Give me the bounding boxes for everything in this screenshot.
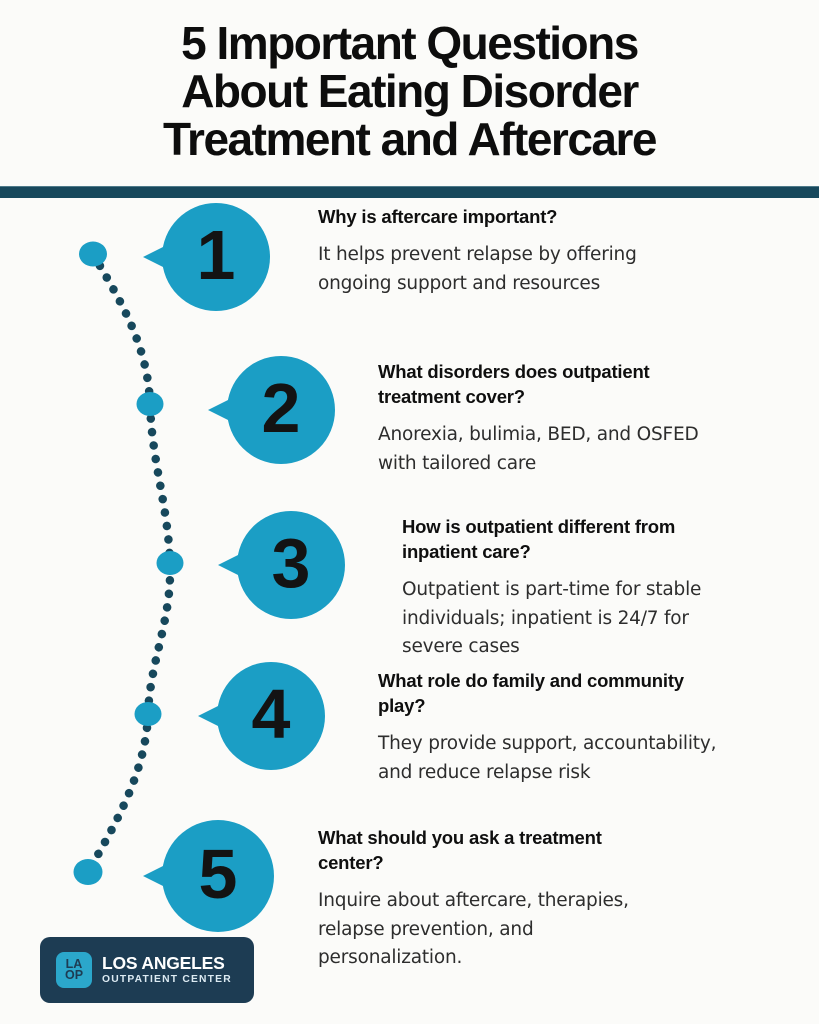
question-block-1: Why is aftercare important? It helps pre… [318,205,637,298]
logo-name: LOS ANGELES [102,952,225,973]
question-answer: Anorexia, bulimia, BED, and OSFED with t… [378,423,699,474]
number-bubble-4: 4 [198,662,325,770]
page-title: 5 Important Questions About Eating Disor… [163,17,657,165]
bubble-tail-icon [208,397,234,423]
question-block-3: How is outpatient different from inpatie… [402,515,701,662]
milestone-dot-5 [73,859,103,885]
question-block-4: What role do family and community play? … [378,669,716,787]
question-heading: Why is aftercare important? [318,206,558,227]
question-answer: Outpatient is part-time for stable indiv… [402,578,702,658]
milestone-dot-3 [156,551,184,575]
question-answer: They provide support, accountability, an… [378,732,717,783]
bubble-tail-icon [143,863,169,889]
bubble-number: 3 [271,524,311,602]
bubble-tail-icon [198,703,224,729]
question-block-5: What should you ask a treatment center? … [318,826,629,973]
question-heading: What should you ask a treatment center? [318,827,602,873]
question-heading: What disorders does outpatient treatment… [378,361,650,407]
logo-subtitle: OUTPATIENT CENTER [102,973,232,985]
bubble-tail-icon [218,552,244,578]
bubble-number: 1 [196,216,236,294]
laop-logo: LA OP LOS ANGELES OUTPATIENT CENTER [40,937,254,1003]
bubble-number: 5 [198,835,238,913]
milestone-dot-1 [79,241,107,267]
number-bubble-1: 1 [143,203,270,311]
milestone-dot-4 [134,702,162,726]
question-answer: It helps prevent relapse by offering ong… [318,243,637,294]
milestone-dot-2 [136,392,164,416]
laop-logo-icon: LA OP [56,952,92,988]
question-block-2: What disorders does outpatient treatment… [378,360,699,478]
bubble-tail-icon [143,244,169,270]
number-bubble-3: 3 [218,511,345,619]
bubble-number: 2 [261,369,301,447]
divider-bar [0,186,819,198]
timeline-dotted-path [83,249,175,877]
number-bubble-2: 2 [208,356,335,464]
bubble-number: 4 [251,675,291,753]
question-answer: Inquire about aftercare, therapies, rela… [318,889,629,969]
question-heading: What role do family and community play? [378,670,684,716]
laop-icon-top: LA [65,956,83,971]
laop-icon-bottom: OP [64,968,84,982]
number-bubble-5: 5 [143,820,274,932]
question-heading: How is outpatient different from inpatie… [402,516,676,562]
